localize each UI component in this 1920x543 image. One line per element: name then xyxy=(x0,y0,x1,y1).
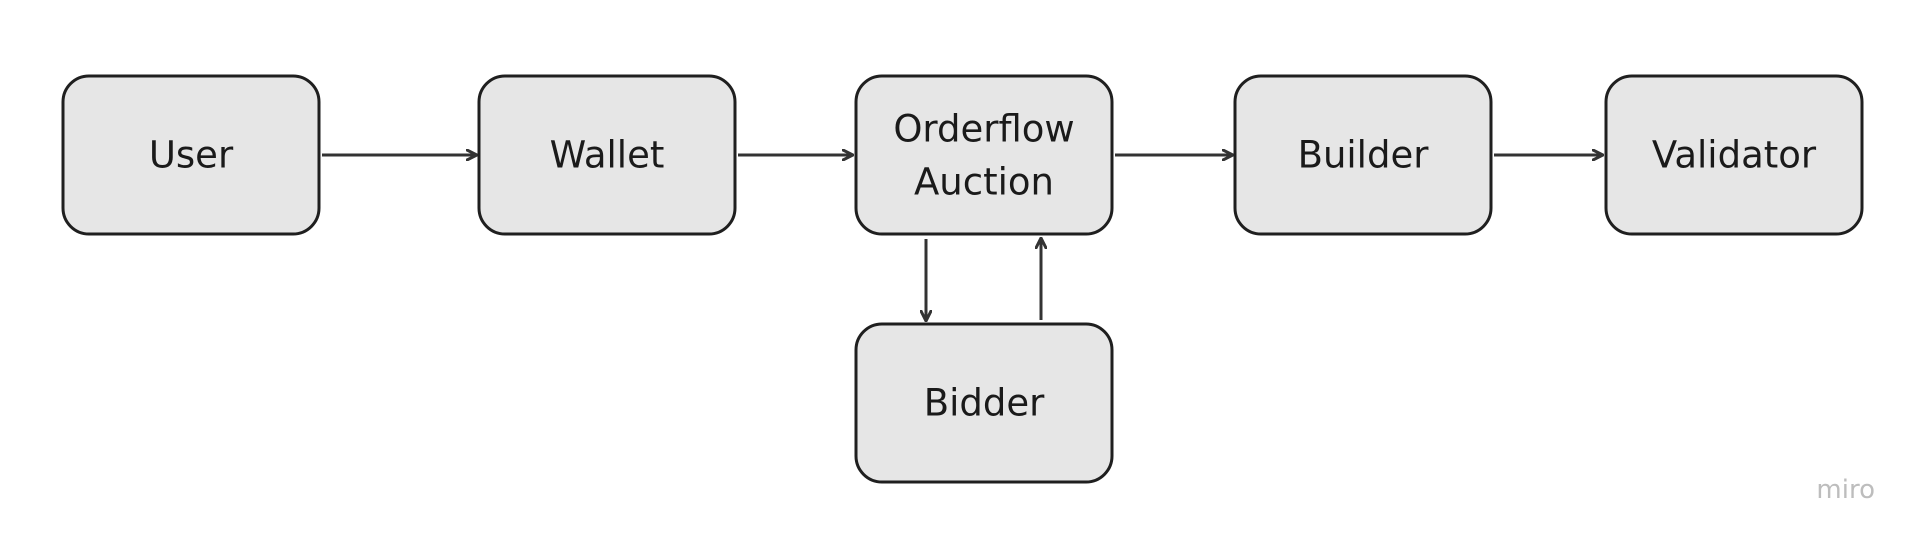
node-bidder: Bidder xyxy=(854,322,1114,484)
node-builder-label: Builder xyxy=(1298,134,1430,177)
node-wallet-label: Wallet xyxy=(550,134,665,177)
node-wallet: Wallet xyxy=(477,74,737,236)
node-user: User xyxy=(61,74,321,236)
node-bidder-label: Bidder xyxy=(924,382,1045,425)
node-orderflow-auction-label-line2: Auction xyxy=(914,161,1054,204)
node-orderflow-auction: Orderflow Auction xyxy=(854,74,1114,236)
node-orderflow-auction-label-line1: Orderflow xyxy=(893,108,1074,151)
node-user-label: User xyxy=(149,134,234,177)
node-validator: Validator xyxy=(1604,74,1864,236)
node-validator-label: Validator xyxy=(1652,134,1817,177)
node-builder: Builder xyxy=(1233,74,1493,236)
miro-watermark: miro xyxy=(1816,475,1875,505)
